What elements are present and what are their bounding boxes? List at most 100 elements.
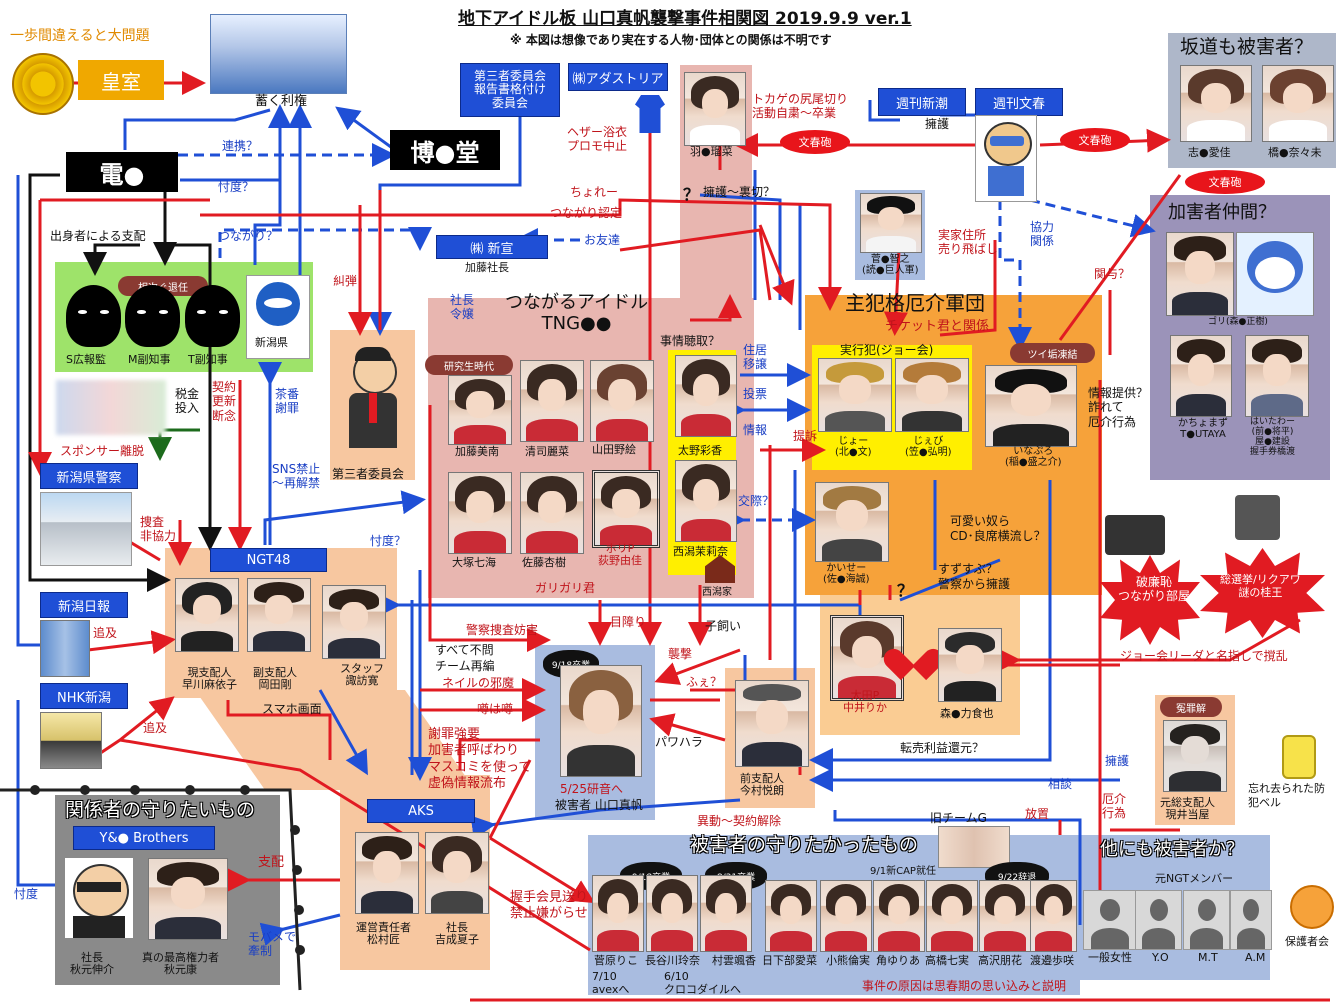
fue-label: ふぇ？ xyxy=(686,675,723,689)
shinei-boss: 加藤社長 xyxy=(465,261,509,274)
shadow-m xyxy=(125,285,180,347)
nishigataya-label: 西潟家 xyxy=(702,587,732,598)
shihai-label: 支配 xyxy=(258,855,285,870)
heather-label: ヘザー浴衣 プロモ中止 xyxy=(567,125,628,154)
shinei-box[interactable]: ㈱ 新宣 xyxy=(436,235,548,259)
photo-yoshinari xyxy=(425,832,489,914)
tng-m1: 加藤美南 xyxy=(455,445,499,458)
tng-m3: 山田野絵 xyxy=(592,443,636,456)
tng-m4: 大塚七海 xyxy=(452,556,496,569)
photo-tng-8 xyxy=(675,460,737,542)
tohyo-label: 投票 xyxy=(743,387,768,401)
mezawari-label: 目障り xyxy=(610,615,647,629)
jijou-label: 事情聴取？ xyxy=(660,334,721,348)
photo-imamura xyxy=(735,680,809,767)
ngt-box[interactable]: NGT48 xyxy=(210,548,327,572)
renkei-label: 連携？ xyxy=(222,139,259,153)
green-t: T副知事 xyxy=(188,353,228,366)
photo-tng-3 xyxy=(590,360,654,442)
shida-name: 志●愛佳 xyxy=(1188,146,1231,159)
bunshun-ellipse-2: 文春砲 xyxy=(1060,128,1130,152)
photo-v2-6 xyxy=(873,880,925,952)
kawaii-label: 可愛い奴ら CD･良席横流し？ xyxy=(950,514,1046,543)
imperial-box: 皇室 xyxy=(78,60,164,100)
kosai-label: 交際？ xyxy=(738,494,775,508)
rights-label: 蓄く利権 xyxy=(255,94,308,109)
tsuikyu2-label: 追及 xyxy=(143,721,168,735)
photo-tng-4 xyxy=(448,472,512,554)
daisansha-rating-box[interactable]: 第三者委員会 報告書格付け 委員会 xyxy=(460,63,560,117)
bunshun-box[interactable]: 週刊文春 xyxy=(975,88,1063,116)
green-s: S広報監 xyxy=(66,353,106,366)
shinchou-box[interactable]: 週刊新潮 xyxy=(878,88,966,116)
photo-inapuro xyxy=(985,365,1077,447)
aks-label: AKS xyxy=(408,803,434,819)
imperial-label: 皇室 xyxy=(101,69,141,94)
subete-label: すべて不問 チーム再編 xyxy=(435,643,495,673)
photo-okada xyxy=(247,578,311,652)
others-p3: M.T xyxy=(1198,951,1218,964)
sousenkyo-label: 総選挙/リクアワ 謎の桂王 xyxy=(1220,573,1301,600)
photo-ota xyxy=(830,615,904,701)
photo-hane xyxy=(684,72,746,146)
hakuhodo-label: 博●堂 xyxy=(410,138,480,167)
third-party-cartoon xyxy=(335,345,410,455)
niigata-label: 新潟県 xyxy=(255,336,288,349)
photo-kaisei xyxy=(815,482,889,562)
silhouette-3 xyxy=(1183,890,1230,950)
aks-p2: 社長 吉成夏子 xyxy=(435,921,479,947)
others-p1: 一般女性 xyxy=(1088,951,1132,964)
shadow-s xyxy=(66,285,121,347)
sponsor-label: スポンサー離脱 xyxy=(60,444,145,458)
shazai-label: 謝罪強要 加害者呼ばわり マスコミを使って 虚偽情報流布 xyxy=(428,727,532,791)
tenbai-label: 転売利益還元？ xyxy=(900,741,985,755)
protect-p2: 真の最高権力者 秋元康 xyxy=(142,951,219,977)
kachoppu-name: かちょまず T●UTAYA xyxy=(1178,418,1228,440)
ballot-box-icon xyxy=(1235,495,1280,540)
jikka-label: 実家住所 売り飛ばし xyxy=(938,228,999,257)
sontaku3-label: 忖度？ xyxy=(370,534,407,548)
kankei-label: 関与？ xyxy=(1094,267,1131,281)
chaban-label: 茶番 謝罪 xyxy=(275,387,300,416)
others-title: 他にも被害者か？ xyxy=(1100,839,1244,860)
yb-label: Y&● Brothers xyxy=(99,830,189,846)
bunshun-label: 週刊文春 xyxy=(992,96,1045,112)
akimoto-shinsuke-cartoon xyxy=(65,858,133,938)
nippo-box[interactable]: 新潟日報 xyxy=(40,592,128,618)
v2-name-3: 村雲颯香 xyxy=(712,954,756,967)
dentsu-box: 電● xyxy=(66,152,178,192)
photo-v2-7 xyxy=(926,880,978,952)
shuhan-title: 主犯格厄介軍団 xyxy=(845,291,985,315)
chorei-label: ちょれー xyxy=(570,185,619,199)
photo-haitawa xyxy=(1245,335,1309,417)
kenkei-box[interactable]: 新潟県警察 xyxy=(40,463,138,489)
ngt-label: NGT48 xyxy=(246,552,291,568)
v2-name-2: 長谷川玲奈 xyxy=(645,954,700,967)
nippo-label: 新潟日報 xyxy=(57,599,110,615)
photo-kachoppu xyxy=(1170,335,1232,417)
tsunagari-nintei-label: つながり認定 xyxy=(550,206,623,220)
keiyaku-label: 契約 更新 断念 xyxy=(212,380,237,423)
bell-label: 忘れ去られた防 犯ベル xyxy=(1248,782,1325,809)
johoteikyo-label: 情報提供？ 詐れて 厄介行為 xyxy=(1088,386,1149,429)
keisatsu-label: 警察捜査妨害 xyxy=(466,623,539,637)
nhk-box[interactable]: NHK新潟 xyxy=(40,683,128,709)
photo-jeebi xyxy=(895,358,969,432)
yb-box[interactable]: Y&● Brothers xyxy=(73,826,215,850)
green-m: M副知事 xyxy=(128,353,171,366)
nippo-building xyxy=(40,620,90,677)
adastria-box[interactable]: ㈱アダストリア xyxy=(568,63,668,91)
kimono-icon xyxy=(635,95,665,133)
v2-name-7: 高橋七実 xyxy=(925,954,969,967)
ngt-p2: 副支配人 岡田剛 xyxy=(253,666,297,692)
photo-hashimoto xyxy=(1262,65,1334,142)
tsunagari-label: つながり？ xyxy=(218,229,279,243)
hogosha-label: 保護者会 xyxy=(1285,935,1329,948)
photo-v2-2 xyxy=(646,875,698,952)
joekai-label: ジョー会リーダと名指しで撹乱 xyxy=(1120,649,1288,663)
aks-box[interactable]: AKS xyxy=(367,799,475,823)
bunshun-ellipse-2-label: 文春砲 xyxy=(1078,134,1112,147)
suzusu-label: すずすぶ？ 警察から擁護 xyxy=(938,562,1011,591)
kagai-title: 加害者仲間？ xyxy=(1168,202,1276,223)
sugano-name: 菅●智之 (読●巨人軍) xyxy=(862,254,919,276)
